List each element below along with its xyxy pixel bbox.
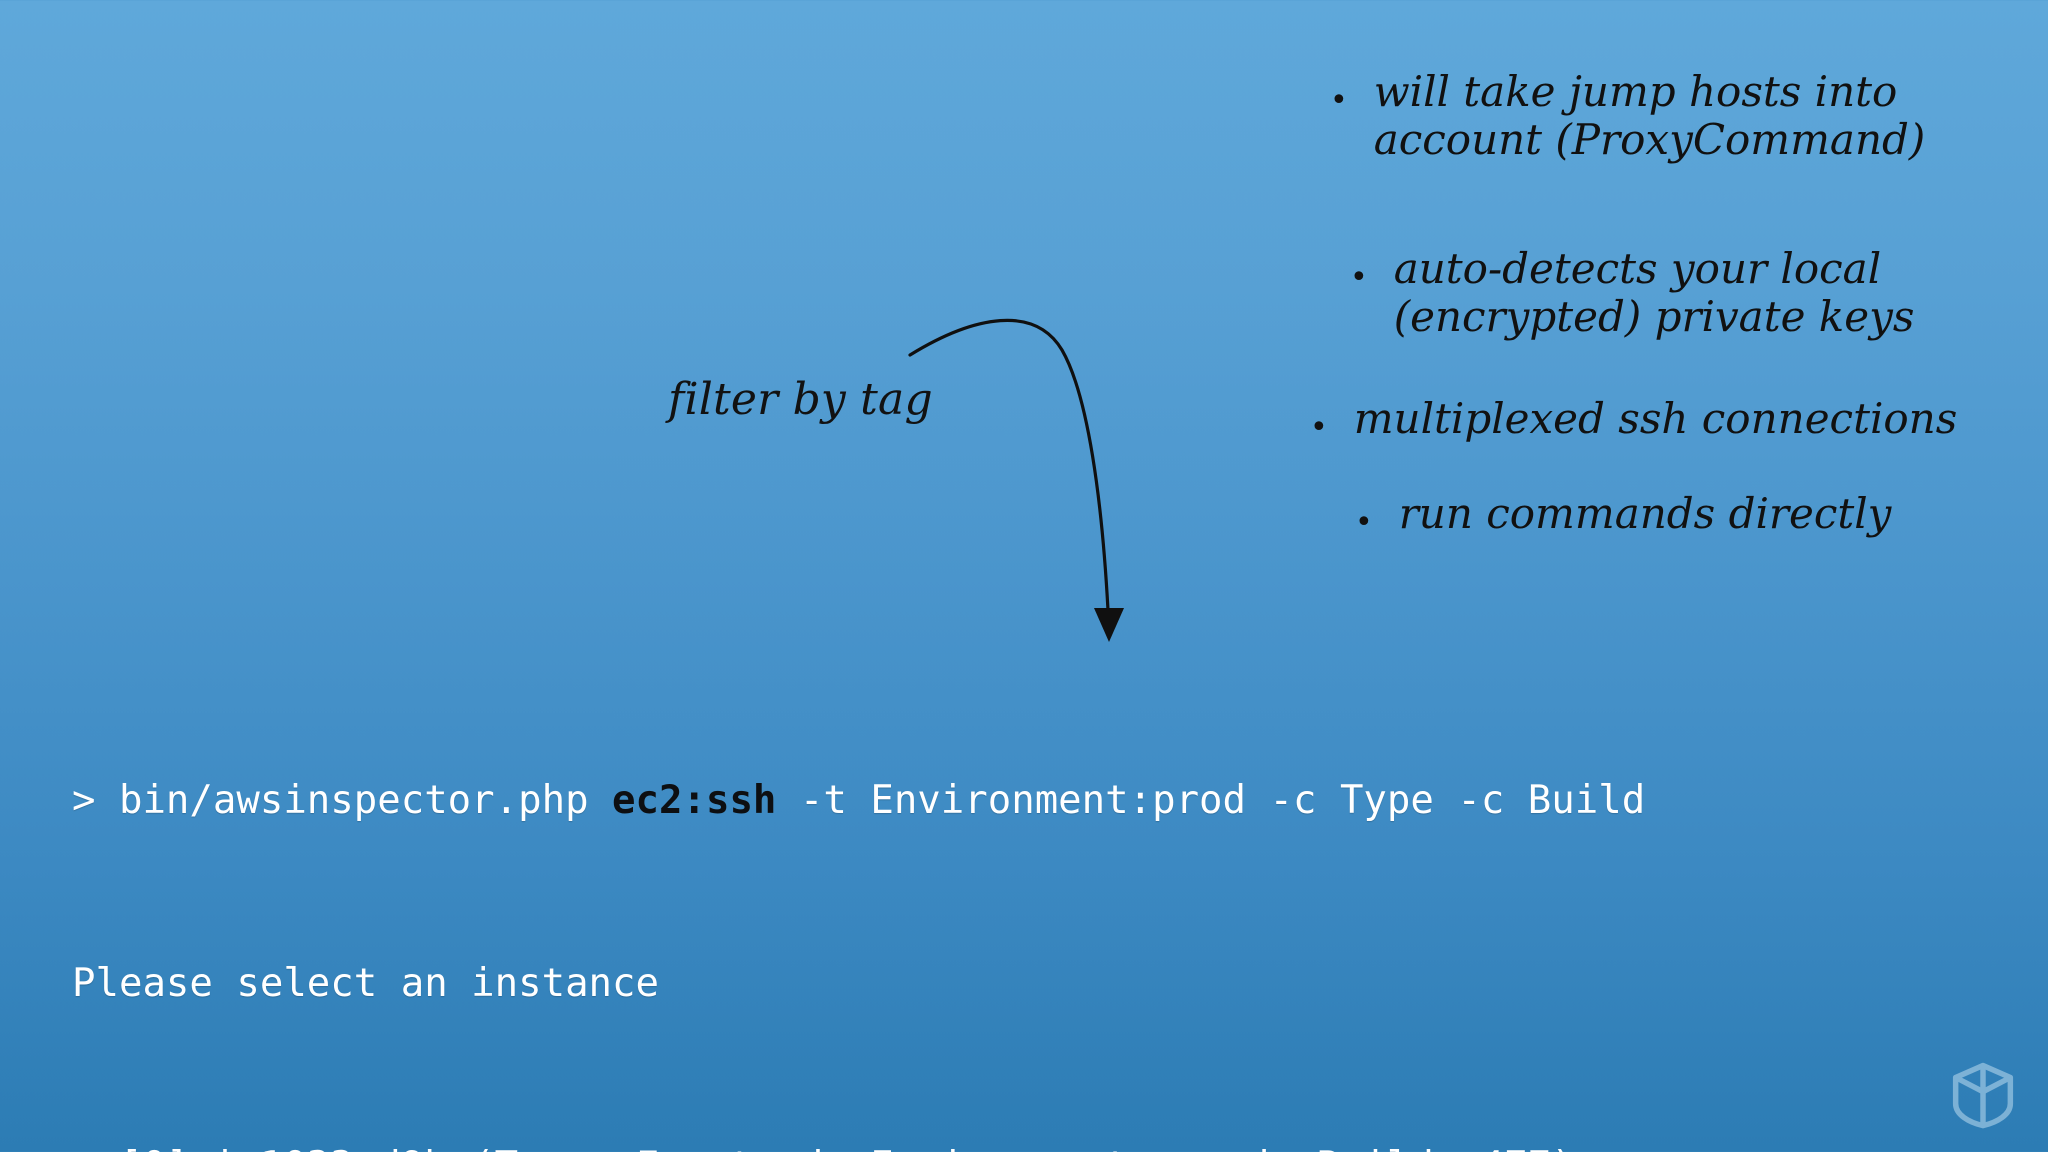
terminal-output: > bin/awsinspector.php ec2:ssh -t Enviro… — [72, 648, 2032, 1152]
annotation-filter-by-tag: filter by tag — [668, 374, 933, 425]
annotation-auto-detect-keys-text: auto-detects your local (encrypted) priv… — [1393, 244, 1915, 341]
terminal-command-line: > bin/awsinspector.php ec2:ssh -t Enviro… — [72, 770, 2032, 831]
curved-arrow-icon — [908, 318, 1124, 642]
annotation-multiplexed-ssh: • multiplexed ssh connections — [1310, 395, 2010, 443]
bullet-dot-icon: • — [1350, 260, 1368, 295]
annotation-run-commands-text: run commands directly — [1398, 489, 1892, 538]
annotation-multiplexed-ssh-text: multiplexed ssh connections — [1353, 394, 1958, 443]
bullet-dot-icon: • — [1330, 83, 1348, 118]
terminal-subcommand: ec2:ssh — [612, 778, 777, 823]
annotation-run-commands: • run commands directly — [1355, 490, 2005, 538]
bullet-dot-icon: • — [1355, 505, 1373, 540]
terminal-instance-row[interactable]: [0] i-1033ed9b (Type: Frontend; Environm… — [72, 1136, 2032, 1152]
terminal-command-suffix: -t Environment:prod -c Type -c Build — [776, 778, 1646, 823]
annotation-jump-hosts-text: will take jump hosts into account (Proxy… — [1373, 67, 1926, 164]
annotation-auto-detect-keys: • auto-detects your local (encrypted) pr… — [1350, 245, 2010, 341]
bullet-dot-icon: • — [1310, 410, 1328, 445]
terminal-command-prefix: bin/awsinspector.php — [95, 778, 613, 823]
annotation-jump-hosts: • will take jump hosts into account (Pro… — [1330, 68, 2010, 164]
cube-logo-icon — [1952, 1062, 2014, 1129]
terminal-output-header: Please select an instance — [72, 961, 659, 1006]
terminal-prompt-symbol: > — [72, 778, 96, 823]
